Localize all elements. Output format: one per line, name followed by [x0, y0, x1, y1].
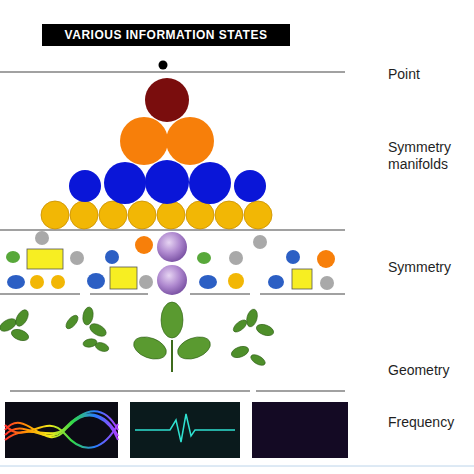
separator-lines — [0, 72, 345, 391]
leaf-illustrations — [0, 302, 275, 372]
symmetry-shapes — [6, 231, 335, 295]
title-banner: VARIOUS INFORMATION STATES — [42, 24, 290, 46]
level-label: Frequency — [388, 414, 472, 431]
bottom-rule — [0, 466, 474, 467]
symmetry-manifold-pyramid — [41, 78, 272, 229]
level-label: Point — [388, 66, 472, 83]
level-label: Symmetry — [388, 259, 472, 276]
level-label: Symmetry manifolds — [388, 139, 472, 173]
level-label: Geometry — [388, 362, 472, 379]
frequency-panels — [5, 402, 348, 458]
point-dot — [159, 61, 168, 70]
